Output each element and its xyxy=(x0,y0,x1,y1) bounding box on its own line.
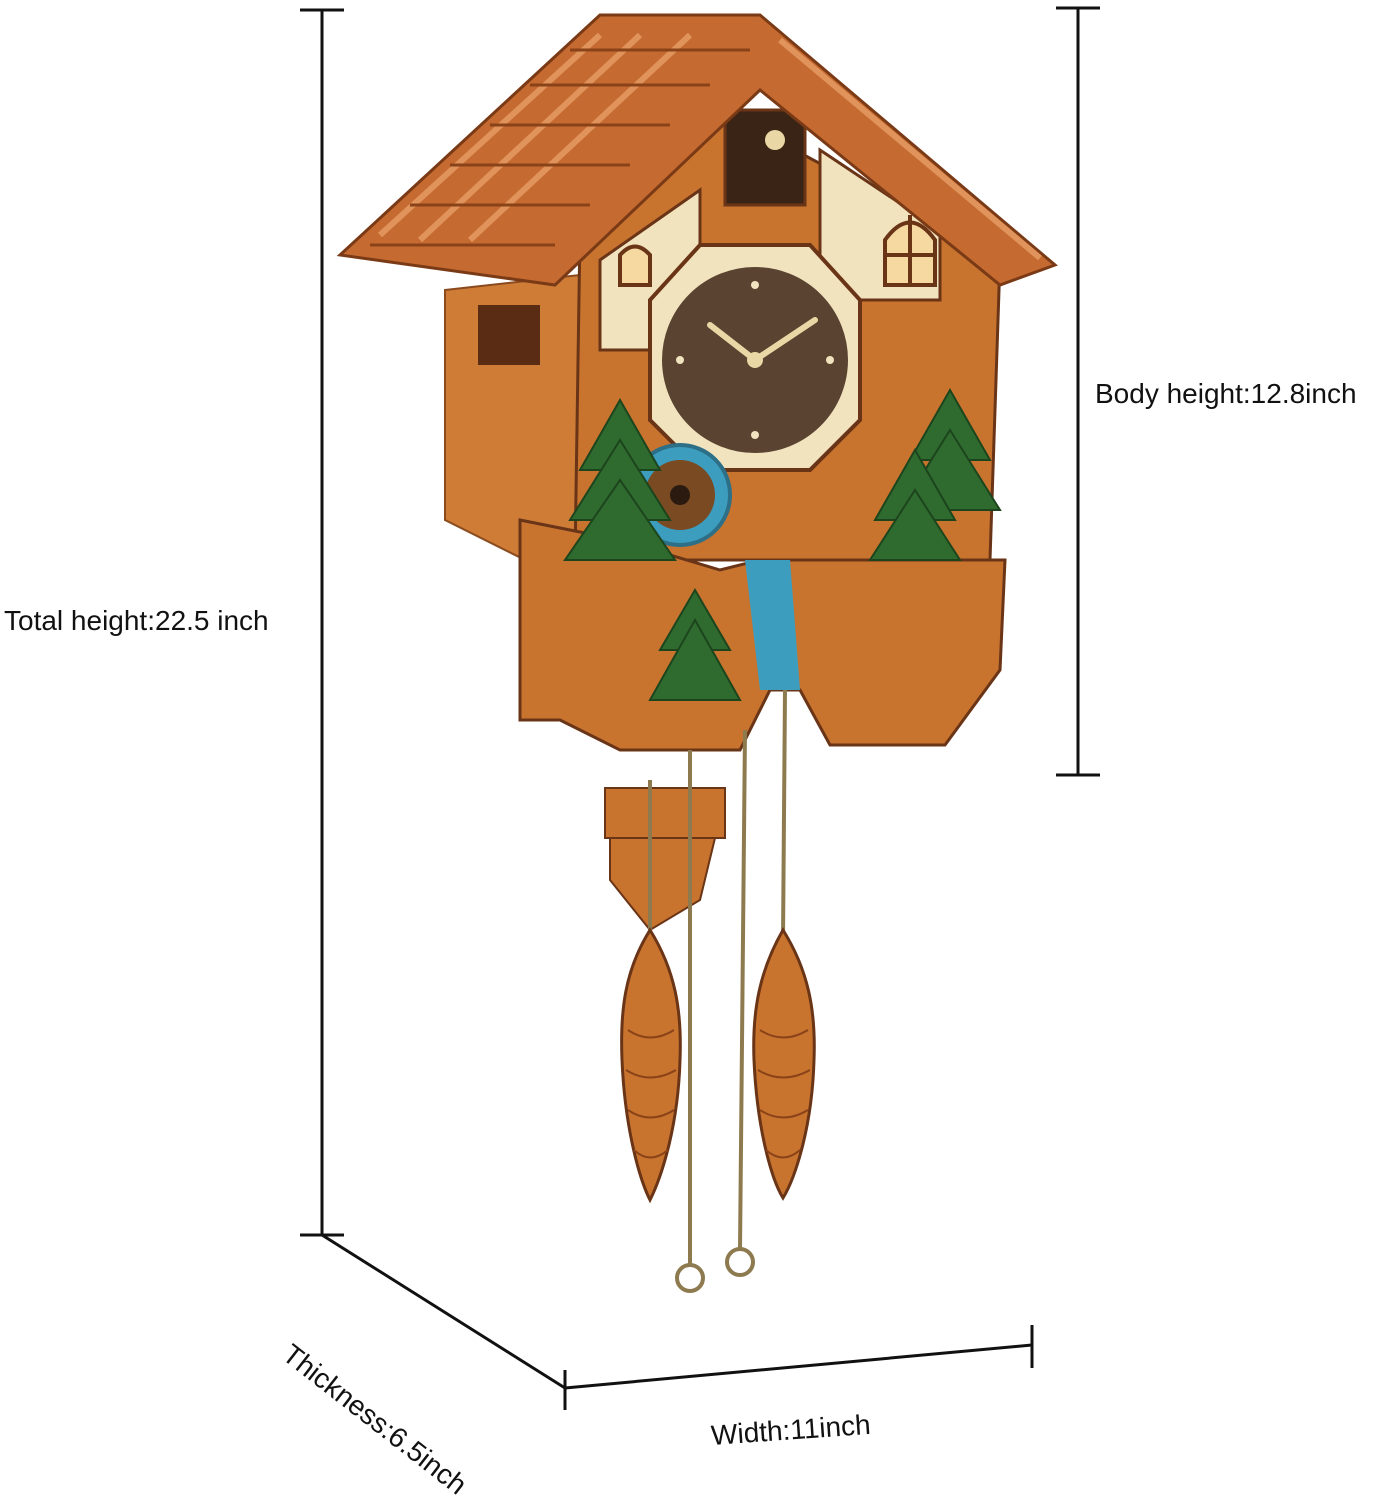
switch-panel xyxy=(478,305,540,365)
window-left xyxy=(618,244,652,287)
clock-hands xyxy=(707,317,818,363)
weight-left xyxy=(620,927,682,1204)
tree-front xyxy=(648,588,742,701)
pendulum-top xyxy=(604,787,726,839)
dimension-lines xyxy=(300,6,1100,1410)
thickness-line xyxy=(321,1233,566,1390)
waterfall xyxy=(745,560,800,690)
weight-right xyxy=(752,927,816,1201)
total-height-label: Total height:22.5 inch xyxy=(4,605,269,636)
tree-left xyxy=(563,397,677,561)
chain-ring-right xyxy=(725,1247,755,1277)
cuckoo-bird xyxy=(765,130,785,150)
body-height-label: Body height:12.8inch xyxy=(1095,378,1357,409)
chain-ring-left xyxy=(675,1263,705,1293)
pendulum xyxy=(609,837,717,932)
tree-right xyxy=(868,387,1002,561)
width-line xyxy=(564,1343,1033,1390)
roof xyxy=(336,13,1058,287)
clock-numerals xyxy=(676,281,834,439)
window-right xyxy=(883,215,937,287)
chains xyxy=(648,689,787,1265)
cuckoo-door xyxy=(723,108,807,207)
cuckoo-clock-illustration xyxy=(336,13,1058,1293)
